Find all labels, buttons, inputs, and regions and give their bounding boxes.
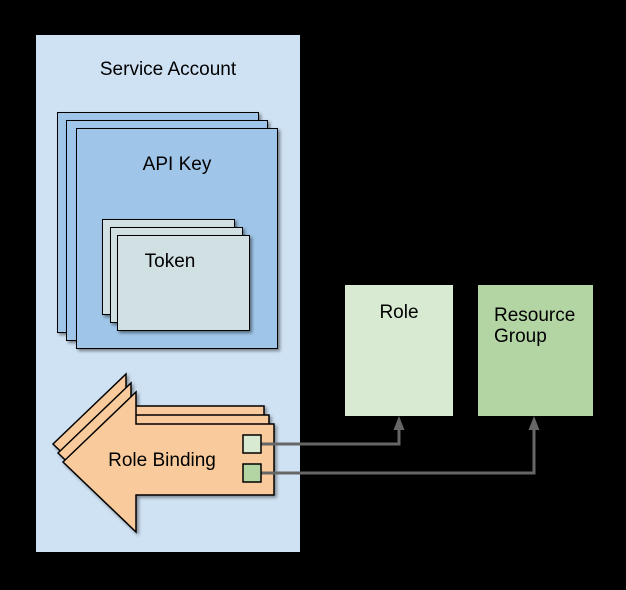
resource-group-label: Resource Group [494,305,576,347]
connector-to-resource-group [261,429,536,475]
token-box [117,235,250,331]
role-box: Role [345,285,453,416]
api-key-label: API Key [142,154,212,175]
service-account-label: Service Account [99,59,237,80]
role-label: Role [379,302,419,323]
arrowhead-to-role [393,416,405,430]
token-label: Token [144,251,196,272]
role-binding-label: Role Binding [108,450,216,471]
resource-group-box: Resource Group [478,285,593,416]
arrowhead-to-resource-group [528,416,540,430]
